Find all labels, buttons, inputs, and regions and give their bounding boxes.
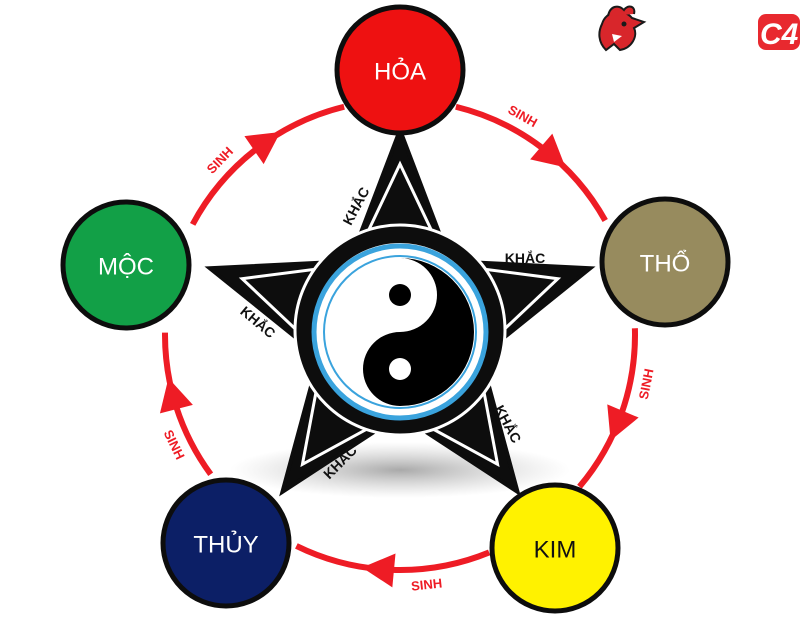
- sinh-label: SINH: [636, 367, 657, 400]
- yin-dot: [389, 284, 411, 306]
- element-circle-wood: [60, 199, 192, 331]
- element-node-water: THỦY: [160, 477, 292, 609]
- sinh-arc: [577, 328, 638, 489]
- sinh-arrow-icon: [530, 133, 566, 168]
- element-node-earth: THỔ: [599, 196, 731, 328]
- sinh-label: SINH: [410, 575, 442, 593]
- element-node-fire: HỎA: [334, 4, 466, 136]
- sinh-arrow-icon: [607, 404, 639, 441]
- element-label-earth: THỔ: [640, 250, 691, 278]
- sinh-arrow-icon: [362, 553, 396, 588]
- element-circle-water: [160, 477, 292, 609]
- element-label-fire: HỎA: [374, 57, 426, 86]
- sinh-arrow-icon: [159, 378, 193, 414]
- yang-dot: [389, 358, 411, 380]
- yin-yang-icon: [311, 243, 489, 421]
- element-label-water: THỦY: [193, 530, 258, 559]
- element-label-metal: KIM: [534, 537, 577, 564]
- sinh-arrow-icon: [244, 132, 281, 165]
- brand-logo-badge: [758, 14, 800, 50]
- element-circle-metal: [489, 482, 621, 614]
- brand-logo: C4: [758, 14, 800, 51]
- element-circle-earth: [599, 196, 731, 328]
- brand-logo-text: C4: [760, 18, 799, 51]
- element-label-wood: MỘC: [98, 253, 154, 281]
- element-nodes: HỎA THỔ KIM THỦY MỘC: [60, 4, 731, 614]
- element-circle-fire: [334, 4, 466, 136]
- khac-label: KHẮC: [505, 249, 545, 266]
- element-node-metal: KIM: [489, 482, 621, 614]
- element-node-wood: MỘC: [60, 199, 192, 331]
- rooster-head-icon: [598, 5, 647, 52]
